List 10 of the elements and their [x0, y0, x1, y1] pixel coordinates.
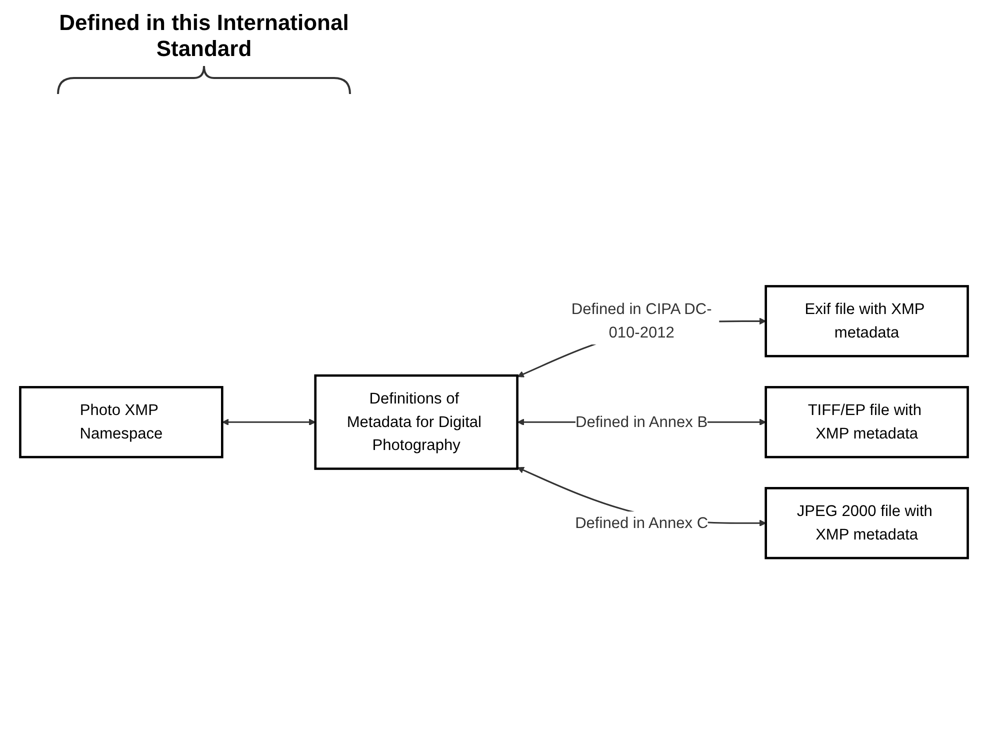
note-text: Defined in this International Standard: [58, 10, 350, 62]
edge-label: Defined in Annex B: [576, 414, 708, 432]
node-box: TIFF/EP file with XMP metadata: [764, 386, 969, 459]
node-box: Photo XMP Namespace: [19, 386, 224, 459]
arrow: [222, 419, 316, 426]
node-box: JPEG 2000 file with XMP metadata: [764, 487, 969, 560]
edge-label: Defined in CIPA DC-010-2012: [571, 301, 712, 342]
node-box: Exif file with XMP metadata: [764, 285, 969, 358]
node-box: Definitions of Metadata for Digital Photography: [314, 374, 518, 470]
edge-label: Defined in Annex C: [575, 514, 708, 532]
